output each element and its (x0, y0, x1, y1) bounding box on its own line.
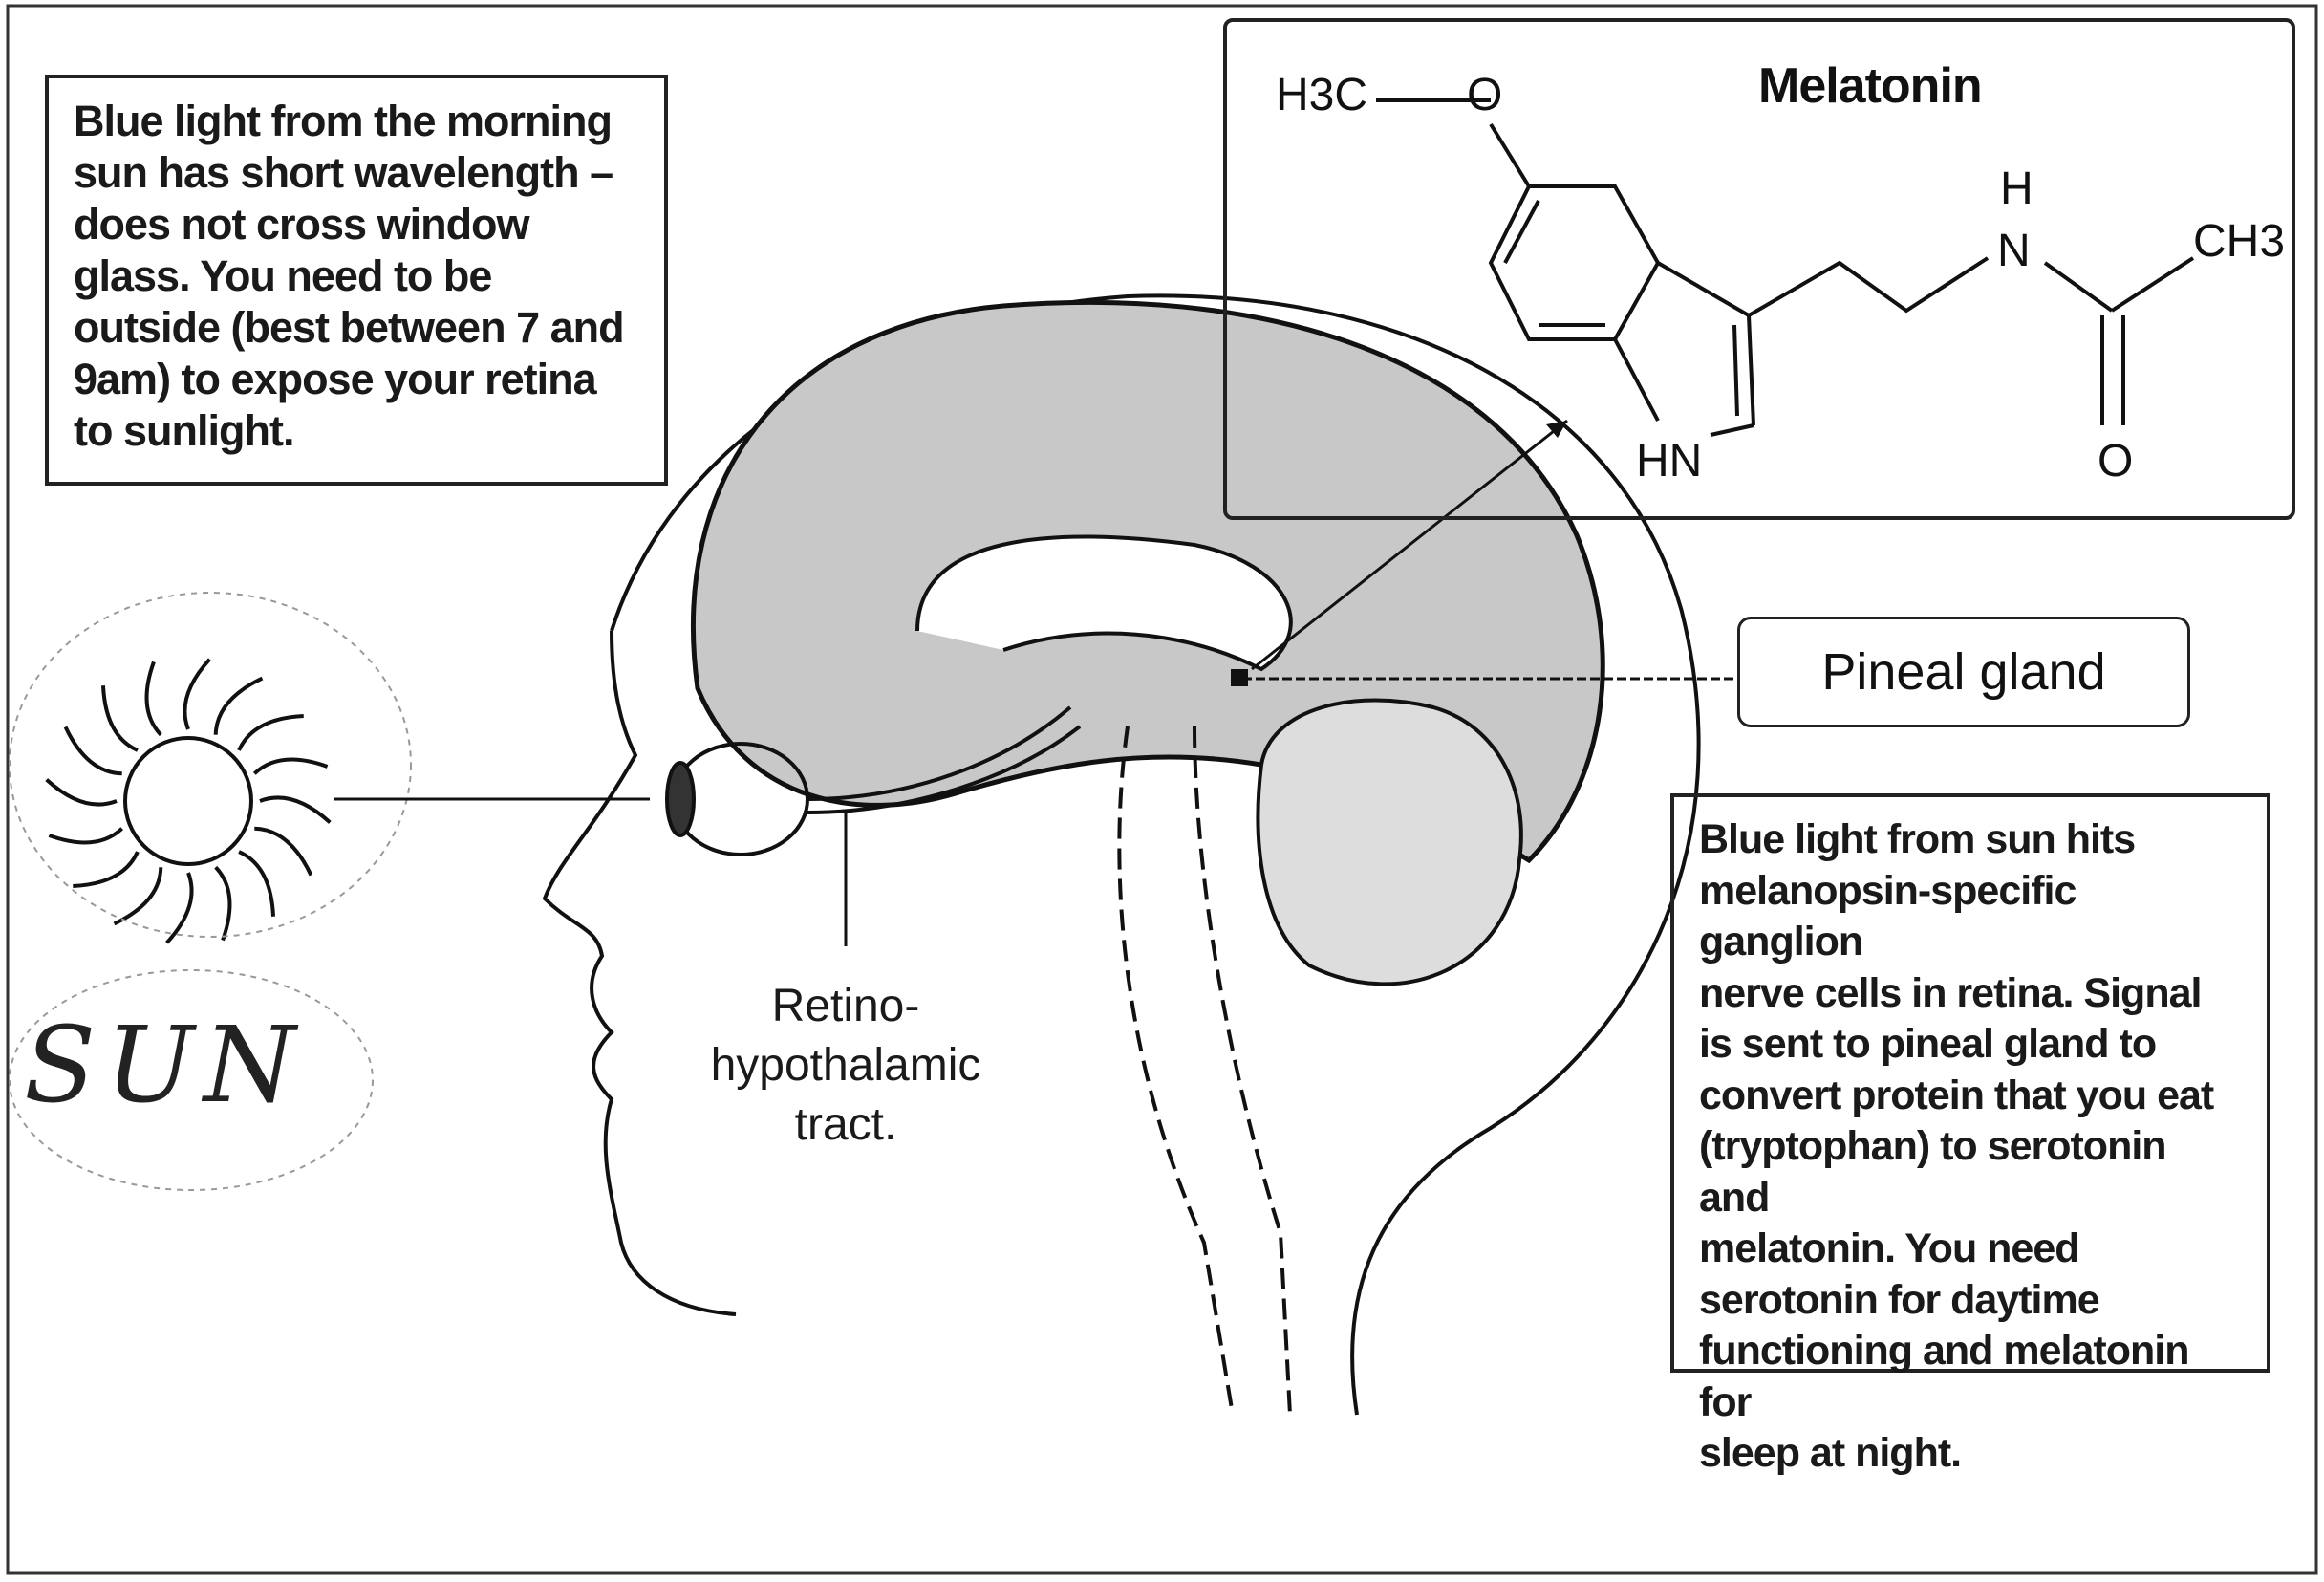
sun-ray (214, 865, 232, 942)
sun-ray (259, 795, 332, 824)
note-line: functioning and melatonin for (1699, 1328, 2189, 1425)
sun-icon (9, 592, 412, 1191)
note-line: serotonin for daytime (1699, 1276, 2100, 1323)
sun-ray (45, 778, 118, 807)
brainstem (1117, 726, 1292, 1416)
sun-ray (100, 685, 139, 752)
sun-handwritten-label: SUN (24, 1004, 306, 1126)
note-line: sun has short wavelength – (74, 148, 613, 197)
note-line: sleep at night. (1699, 1430, 1962, 1476)
corpus-callosum (915, 534, 1293, 672)
melanopsin-text: Blue light from sun hits melanopsin-speci… (1699, 814, 2242, 1480)
sun-ray (165, 872, 194, 944)
atom-n: N (1997, 226, 2031, 276)
note-line: glass. You need to be (74, 251, 492, 300)
retinohypothalamic-tract-label: Retino- hypothalamic tract. (659, 977, 1032, 1155)
tract-label-line: hypothalamic (710, 1040, 981, 1091)
note-line: does not cross window (74, 200, 530, 249)
melatonin-panel (1223, 18, 2295, 520)
eye-icon (665, 705, 1082, 856)
page-border (6, 4, 2318, 1575)
atom-ch3: CH3 (2193, 216, 2286, 267)
note-line: is sent to pineal gland to (1699, 1021, 2157, 1067)
note-line: melatonin. You need (1699, 1225, 2080, 1271)
note-line: nerve cells in retina. Signal (1699, 969, 2202, 1016)
melatonin-title: Melatonin (1758, 58, 1983, 114)
pineal-gland-mark (1231, 669, 1248, 686)
atom-o-methoxy: O (1467, 70, 1503, 120)
sun-ray (213, 676, 264, 735)
melatonin-structure (1376, 98, 2195, 437)
melanopsin-note: Blue light from sun hits melanopsin-speci… (1670, 793, 2270, 1476)
pineal-gland-label: Pineal gland (1821, 643, 2106, 701)
atom-h3c: H3C (1276, 70, 1368, 120)
note-line: outside (best between 7 and (74, 303, 625, 352)
atom-hn: HN (1636, 436, 1703, 487)
note-line: Blue light from sun hits (1699, 816, 2136, 862)
cerebellum (1256, 698, 1523, 986)
atom-h: H (2000, 163, 2034, 214)
sun-ray (254, 826, 313, 877)
tract-label-line: Retino- (771, 981, 920, 1031)
tract-label-line: tract. (794, 1099, 897, 1150)
melatonin-arrow (1251, 419, 1568, 671)
sun-ray (237, 713, 304, 751)
sun-ray (144, 661, 162, 737)
sun-ray (183, 658, 211, 730)
sun-ray (73, 851, 140, 889)
atom-o-carbonyl: O (2098, 436, 2134, 487)
sun-ray (63, 726, 122, 776)
sun-ray (48, 827, 124, 845)
sun-ray (113, 867, 163, 926)
note-line: Blue light from the morning (74, 97, 613, 145)
note-line: to sunlight. (74, 406, 294, 455)
note-line: convert protein that you eat (1699, 1072, 2214, 1118)
note-line: 9am) to expose your retina (74, 355, 597, 403)
sun-ray (252, 757, 329, 775)
note-line: (tryptophan) to serotonin and (1699, 1123, 2167, 1221)
sun-ray (238, 850, 276, 917)
note-line: melanopsin-specific ganglion (1699, 867, 2077, 965)
pineal-gland-label-box: Pineal gland (1737, 617, 2190, 727)
